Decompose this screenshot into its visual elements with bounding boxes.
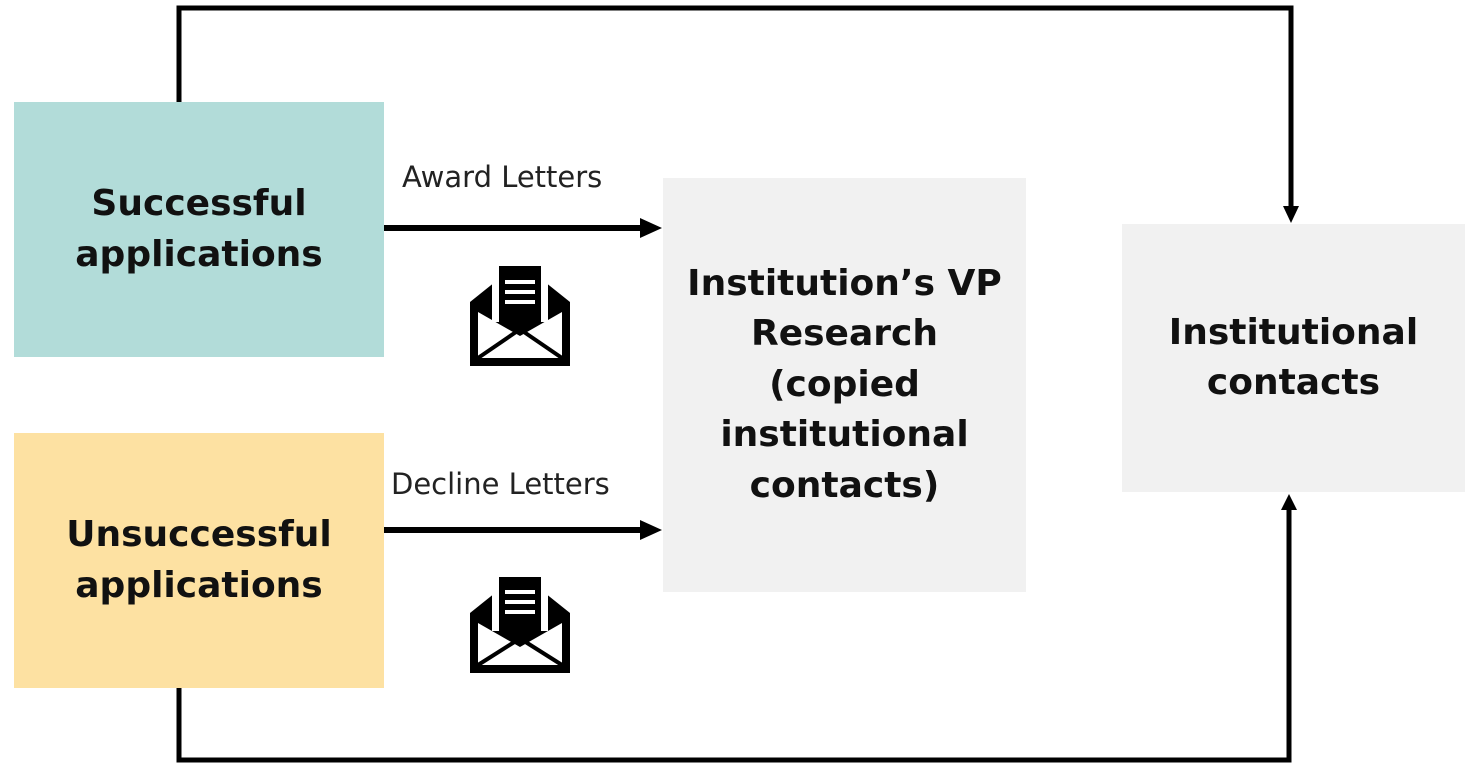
unsuccessful-applications-label: Unsuccessful applications — [66, 514, 332, 606]
institutional-contacts-label: Institutional contacts — [1168, 311, 1419, 403]
arrowhead-up-contacts — [1281, 494, 1297, 510]
vp-research-label: Institution’s VP Research (copied instit… — [687, 263, 1002, 506]
award-arrowhead — [640, 218, 662, 238]
vp-research-box: Institution’s VP Research (copied instit… — [663, 178, 1026, 592]
successful-applications-box: Successful applications — [14, 102, 384, 357]
unsuccessful-applications-box: Unsuccessful applications — [14, 433, 384, 688]
successful-applications-label: Successful applications — [75, 183, 323, 275]
arrowhead-down-contacts — [1283, 206, 1299, 223]
decline-envelope-icon — [470, 569, 570, 673]
award-envelope-icon — [470, 258, 570, 366]
feedback-line-bottom — [176, 510, 1292, 763]
feedback-line-top — [176, 5, 1294, 208]
institutional-contacts-box: Institutional contacts — [1122, 224, 1465, 492]
decline-letters-label: Decline Letters — [391, 467, 610, 501]
decline-arrowhead — [640, 520, 662, 540]
award-letters-label: Award Letters — [402, 160, 603, 194]
